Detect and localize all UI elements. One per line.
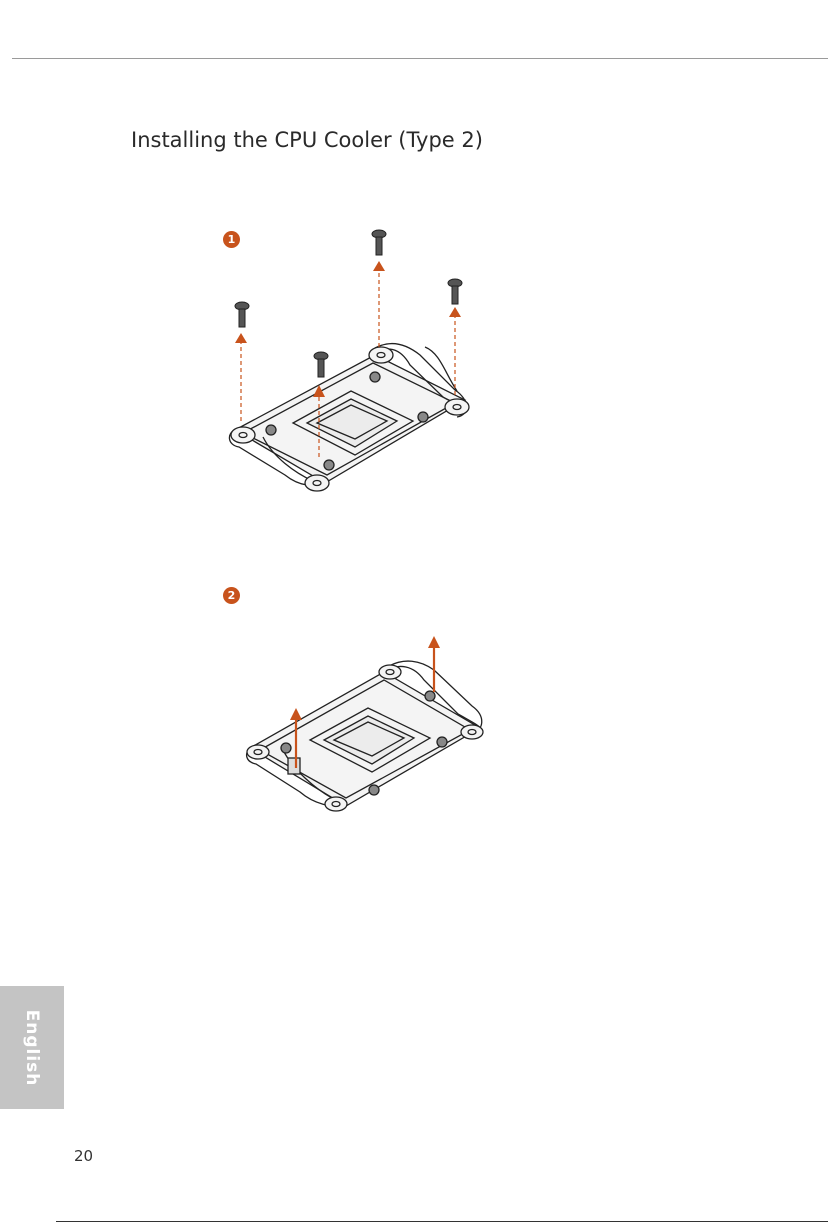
step-2-illustration (244, 630, 489, 820)
step-2-badge: 2 (223, 587, 240, 604)
header-rule (12, 58, 828, 59)
language-tab-label: English (22, 1009, 42, 1086)
language-tab: English (0, 986, 64, 1109)
page-title: Installing the CPU Cooler (Type 2) (131, 128, 483, 152)
footer-rule (56, 1221, 828, 1222)
page-number: 20 (74, 1147, 93, 1165)
step-1-illustration (225, 225, 500, 515)
